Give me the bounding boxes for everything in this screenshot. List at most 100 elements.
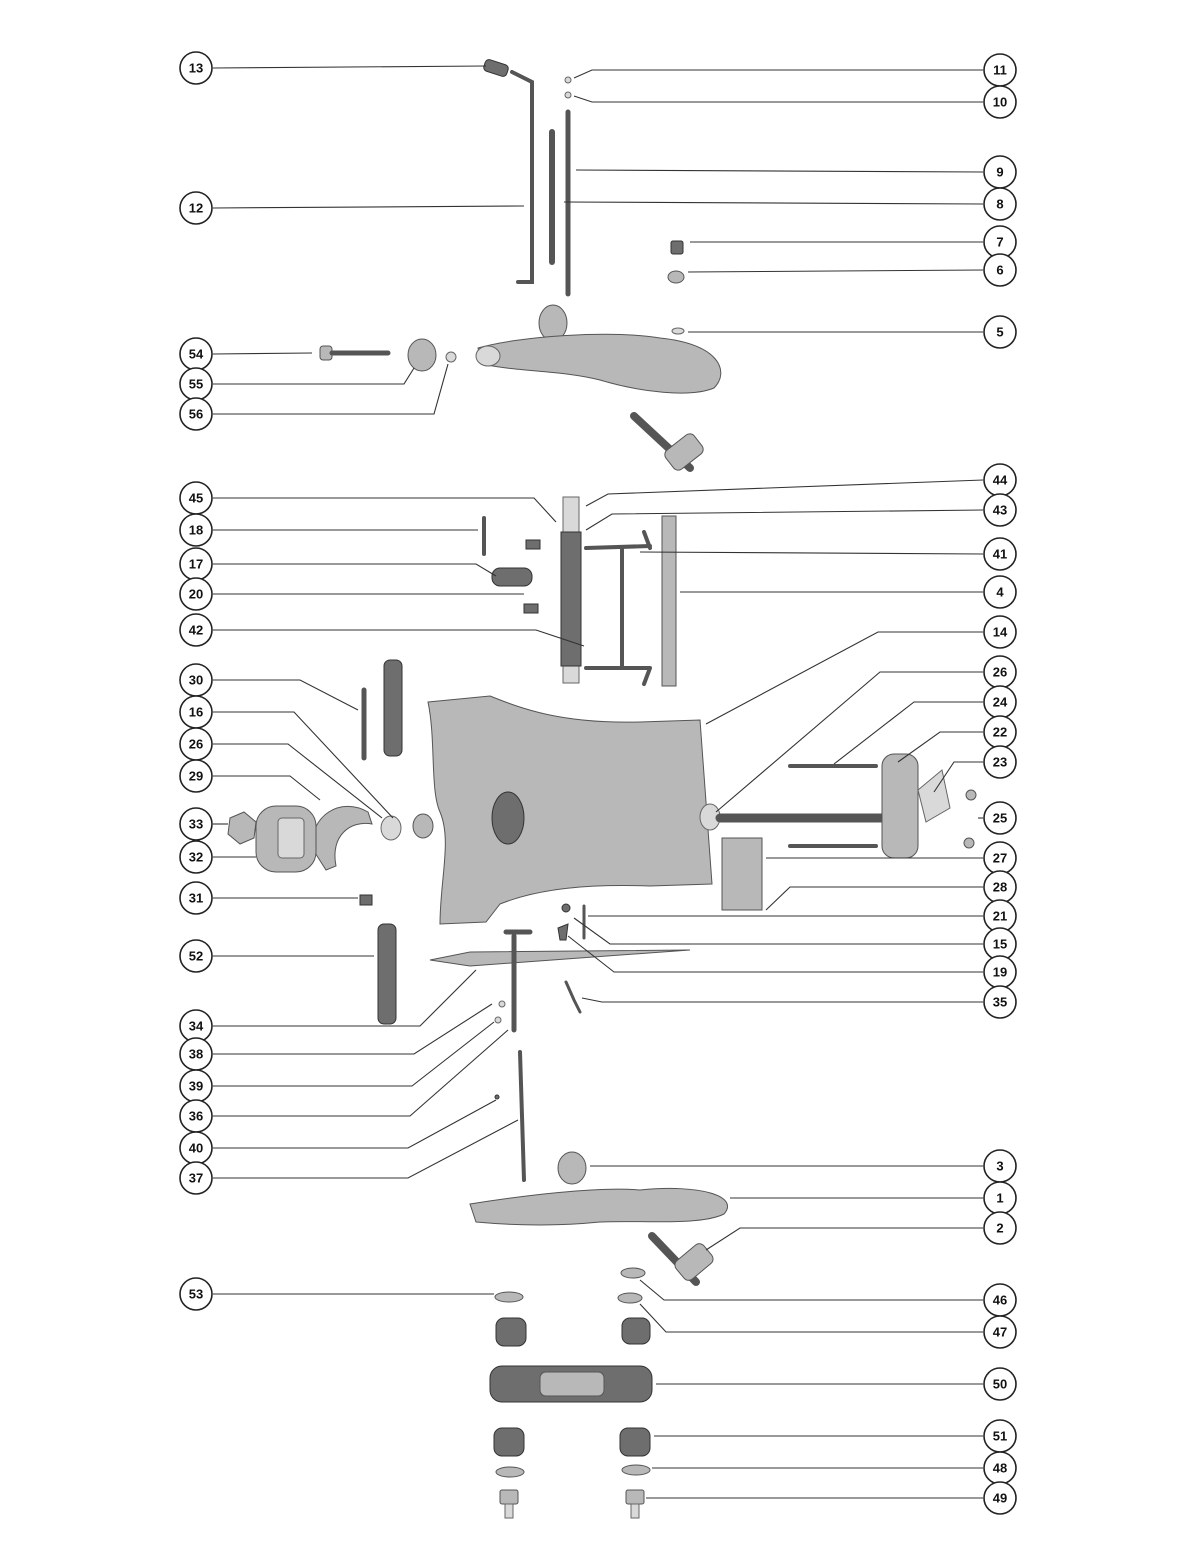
callout-leader [213, 497, 557, 523]
callout-45-left: 45 [179, 481, 557, 523]
part-l-rod [510, 70, 534, 284]
callout-number: 39 [189, 1079, 203, 1094]
callout-leader [575, 169, 984, 173]
part-upper-clamp-arm [475, 304, 722, 394]
part-washer-5 [671, 327, 685, 335]
callout-circle [179, 397, 213, 431]
part-upper-t-screw [630, 412, 704, 472]
callout-41-right: 41 [639, 537, 1017, 571]
callout-5-right: 5 [688, 315, 1017, 349]
callout-leader [213, 1021, 495, 1087]
part-bushing-lower-left [493, 1427, 525, 1457]
callout-9-right: 9 [575, 155, 1017, 189]
callout-circle [179, 191, 213, 225]
callout-37-left: 37 [179, 1119, 519, 1195]
callout-15-right: 15 [573, 917, 1017, 961]
part-nut-19 [557, 923, 569, 941]
callout-25-right: 25 [978, 801, 1017, 835]
callout-number: 4 [996, 585, 1004, 600]
callout-number: 23 [993, 755, 1007, 770]
callout-leader [573, 69, 983, 79]
part-washer-6 [667, 270, 685, 284]
callout-number: 37 [189, 1171, 203, 1186]
callout-circle [983, 615, 1017, 649]
part-nut-31 [359, 894, 373, 906]
callout-circle [983, 1315, 1017, 1349]
callout-number: 47 [993, 1325, 1007, 1340]
callout-circle [179, 807, 213, 841]
callout-circle [983, 187, 1017, 221]
part-washer-38 [498, 1000, 506, 1008]
callout-number: 52 [189, 949, 203, 964]
callout-number: 21 [993, 909, 1007, 924]
callout-4-right: 4 [680, 575, 1017, 609]
callout-number: 1 [996, 1191, 1003, 1206]
callout-number: 22 [993, 725, 1007, 740]
part-bushing-top [525, 539, 541, 550]
callout-number: 3 [996, 1159, 1003, 1174]
callout-number: 46 [993, 1293, 1007, 1308]
callout-leader [639, 551, 984, 555]
callout-leader [213, 629, 585, 647]
callout-circle [179, 881, 213, 915]
callout-10-right: 10 [573, 85, 1017, 119]
part-bushing-upper-left [495, 1317, 527, 1347]
part-spring-top [483, 59, 509, 77]
callout-circle [179, 51, 213, 85]
callout-number: 26 [993, 665, 1007, 680]
callout-1-right: 1 [730, 1181, 1017, 1215]
callout-39-left: 39 [179, 1021, 495, 1103]
part-rod-37 [518, 1050, 526, 1182]
callout-leader [585, 479, 984, 507]
callout-circle [983, 985, 1017, 1019]
part-spring-35 [564, 980, 582, 1014]
callout-circle [983, 537, 1017, 571]
callout-52-left: 52 [179, 939, 374, 973]
callout-55-left: 55 [179, 367, 415, 401]
callout-number: 41 [993, 547, 1007, 562]
part-yoke-29 [311, 805, 373, 871]
callout-circle [983, 1367, 1017, 1401]
callout-leader [687, 269, 984, 273]
callout-leader [213, 367, 415, 385]
callout-leader [639, 1303, 983, 1333]
part-bolt-lower-left [499, 1489, 519, 1519]
callout-16-left: 16 [179, 695, 394, 819]
part-bushing-51 [619, 1427, 651, 1457]
callout-number: 48 [993, 1461, 1007, 1476]
part-washer-55 [407, 338, 437, 372]
part-washer-26-left [412, 813, 434, 839]
callout-number: 27 [993, 851, 1007, 866]
callout-7-right: 7 [690, 225, 1017, 259]
part-tilt-pin [503, 929, 533, 1033]
callout-number: 16 [189, 705, 203, 720]
callout-leader [933, 761, 983, 793]
callout-24-right: 24 [833, 685, 1017, 765]
callout-leader [585, 509, 984, 531]
callout-leader [765, 886, 983, 911]
callout-12-left: 12 [179, 191, 525, 225]
callout-44-right: 44 [585, 463, 1017, 507]
callout-circle [179, 939, 213, 973]
callout-17-left: 17 [179, 547, 497, 581]
callout-47-right: 47 [639, 1303, 1017, 1349]
callout-14-right: 14 [705, 615, 1017, 725]
callout-36-left: 36 [179, 1029, 509, 1133]
callout-number: 38 [189, 1047, 203, 1062]
callout-circle [179, 577, 213, 611]
callout-50-right: 50 [656, 1367, 1017, 1401]
callout-leader [213, 1029, 509, 1117]
callouts: 1312545556451817204230162629333231523438… [179, 51, 1017, 1515]
part-nut-25-bottom [963, 837, 975, 849]
callout-leader [581, 997, 983, 1003]
part-washer-46 [620, 1267, 646, 1279]
part-swivel-50 [489, 1365, 653, 1403]
callout-number: 36 [189, 1109, 203, 1124]
callout-number: 11 [993, 63, 1007, 78]
callout-number: 7 [996, 235, 1003, 250]
callout-leader [212, 205, 525, 209]
callout-leader [213, 775, 321, 801]
callout-48-right: 48 [652, 1451, 1017, 1485]
callout-leader [897, 731, 983, 763]
callout-2-right: 2 [705, 1211, 1017, 1251]
